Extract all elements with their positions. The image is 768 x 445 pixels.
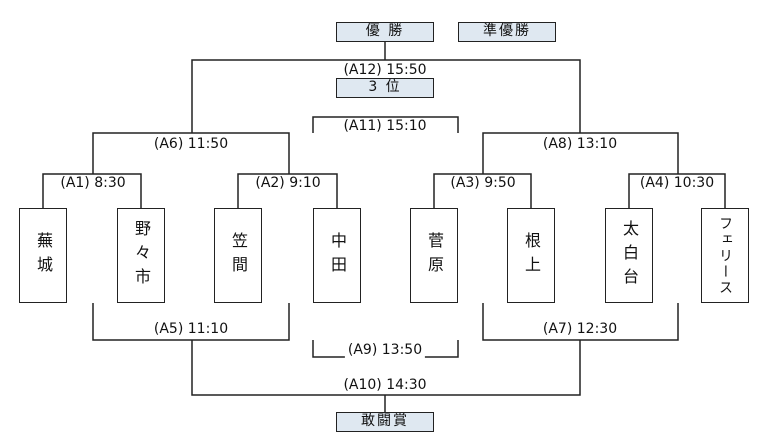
team-name: フェリース: [717, 215, 733, 296]
line-a6: [92, 132, 290, 174]
line-a5: [92, 303, 290, 341]
match-a12: (A12) 15:50: [340, 62, 430, 78]
team-box-7: 太白台: [605, 208, 653, 303]
line-a8: [482, 132, 679, 174]
line-a3: [433, 173, 532, 208]
team-name: 太白台: [620, 219, 639, 292]
third-place-label: 3 位: [336, 78, 434, 98]
line-a10: [191, 340, 581, 396]
match-a10: (A10) 14:30: [340, 377, 430, 393]
team-box-1: 蕪城: [19, 208, 67, 303]
match-a6: (A6) 11:50: [150, 136, 232, 152]
team-name: 根上: [522, 231, 541, 280]
match-a8: (A8) 13:10: [539, 136, 621, 152]
team-name: 中田: [328, 231, 347, 280]
match-a2: (A2) 9:10: [252, 175, 324, 191]
team-name: 笠間: [229, 231, 248, 280]
consolation-label: 敢闘賞: [336, 412, 434, 432]
team-box-8: フェリース: [701, 208, 749, 303]
line-a12: [191, 59, 581, 133]
match-a11: (A11) 15:10: [340, 118, 430, 134]
team-box-6: 根上: [507, 208, 555, 303]
line-a4: [628, 173, 726, 208]
match-a1: (A1) 8:30: [57, 175, 129, 191]
line-a1: [42, 173, 142, 208]
team-name: 蕪城: [34, 231, 53, 280]
match-a5: (A5) 11:10: [150, 321, 232, 337]
team-box-4: 中田: [313, 208, 361, 303]
team-box-5: 菅原: [410, 208, 458, 303]
team-name: 野々市: [132, 219, 151, 292]
line-a11: [312, 116, 459, 133]
team-box-3: 笠間: [214, 208, 262, 303]
champion-label: 優 勝: [336, 22, 434, 42]
match-a9: (A9) 13:50: [344, 342, 426, 358]
team-name: 菅原: [425, 231, 444, 280]
team-box-2: 野々市: [117, 208, 165, 303]
match-a4: (A4) 10:30: [636, 175, 718, 191]
line-a2: [237, 173, 338, 208]
match-a3: (A3) 9:50: [447, 175, 519, 191]
match-a7: (A7) 12:30: [539, 321, 621, 337]
runnerup-label: 準優勝: [458, 22, 556, 42]
